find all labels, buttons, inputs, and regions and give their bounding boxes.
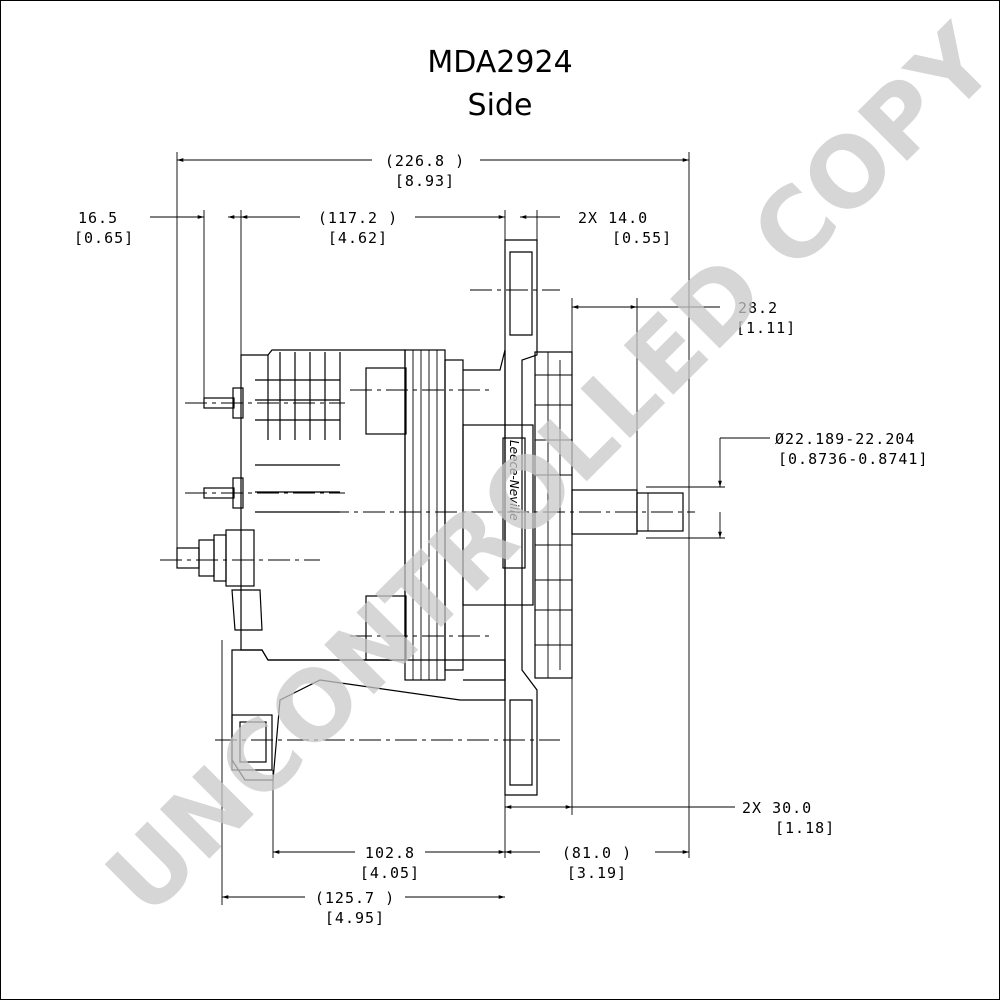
dim-terminal-flange-mm: (117.2 ) (318, 209, 398, 227)
dim-rear-flange-in: [4.95] (325, 909, 385, 927)
dim-flange-end-in: [3.19] (567, 864, 627, 882)
dim-overall-in: [8.93] (395, 172, 455, 190)
watermark-text: UNCONTROLLED COPY (85, 4, 1000, 936)
centerlines (160, 289, 695, 741)
dimension-lines (150, 158, 770, 899)
dim-terminal-offset-in: [0.65] (74, 229, 134, 247)
dim-flange-end-mm: (81.0 ) (562, 844, 632, 862)
dim-foot-width-mm: 2X 30.0 (742, 799, 812, 817)
dim-mount-flange-mm: 102.8 (365, 844, 415, 862)
dim-flange-thickness-in: [0.55] (612, 229, 672, 247)
dim-flange-thickness-mm: 2X 14.0 (578, 209, 648, 227)
dimension-labels: (226.8 ) [8.93] 16.5 [0.65] (117.2 ) [4.… (74, 152, 928, 927)
dim-terminal-offset-mm: 16.5 (78, 209, 118, 227)
brand-mark-text: Leece-Neville (507, 440, 521, 521)
dim-terminal-flange-in: [4.62] (328, 229, 388, 247)
fan-blades (535, 352, 572, 678)
dim-overall-mm: (226.8 ) (385, 152, 465, 170)
brand-plate (502, 437, 526, 569)
dim-pulley-length-mm: 28.2 (738, 299, 778, 317)
dim-shaft-diameter-mm: Ø22.189-22.204 (775, 430, 915, 448)
dim-shaft-diameter-in: [0.8736-0.8741] (778, 450, 928, 468)
drawing-title: MDA2924 (427, 45, 573, 80)
stator-lamination-lines (412, 350, 438, 680)
terminal-studs (176, 387, 263, 631)
dim-foot-width-in: [1.18] (775, 819, 835, 837)
dim-mount-flange-in: [4.05] (360, 864, 420, 882)
dim-pulley-length-in: [1.11] (736, 319, 796, 337)
view-label: Side (467, 88, 533, 123)
dim-rear-flange-mm: (125.7 ) (315, 889, 395, 907)
alternator-outline: Leece-Neville (176, 239, 684, 796)
